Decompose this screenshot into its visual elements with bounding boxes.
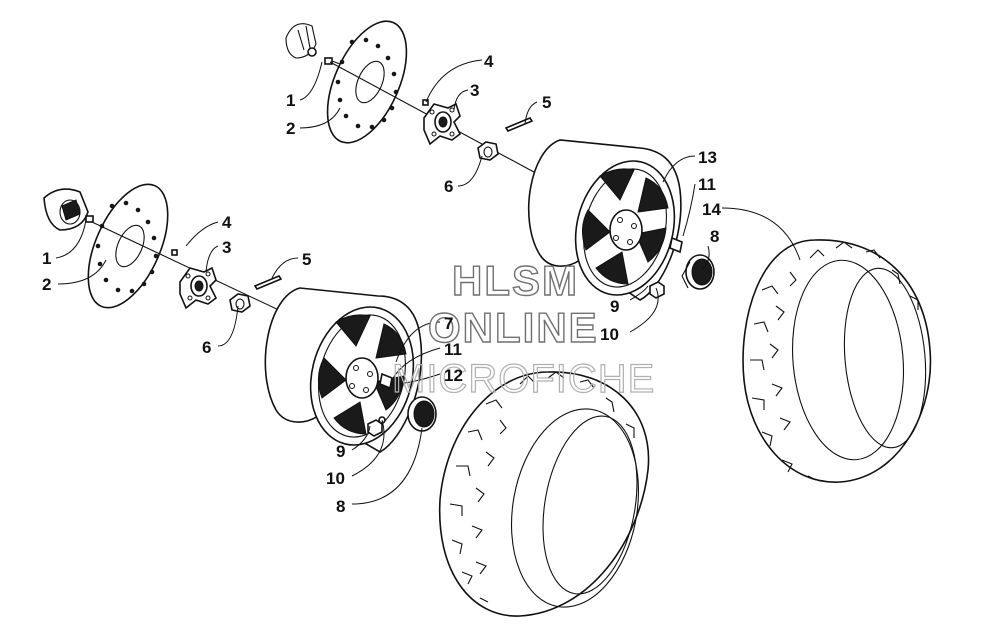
watermark-line-3: MICROFICHE — [392, 357, 655, 401]
disc-holes-lower — [95, 200, 159, 294]
disc-holes-upper — [335, 37, 399, 130]
callout-11-lower: 11 — [444, 340, 462, 359]
leader-lines — [55, 59, 801, 505]
lower-wheel-cap — [407, 396, 437, 432]
callout-2-upper: 2 — [286, 119, 295, 138]
upper-hub — [423, 102, 462, 146]
callout-14: 14 — [702, 200, 721, 219]
upper-disc-bolt — [324, 57, 341, 65]
lower-hub — [179, 266, 218, 310]
upper-knuckle — [285, 23, 317, 59]
lower-rim — [264, 287, 423, 453]
callout-5-lower: 5 — [302, 250, 311, 269]
callout-6-upper: 6 — [444, 177, 453, 196]
upper-wheel-cap — [681, 254, 715, 290]
lower-knuckle — [43, 188, 89, 231]
callout-5-upper: 5 — [542, 93, 551, 112]
upper-cotter-pin — [504, 117, 534, 132]
watermark: HLSM ONLINE MICROFICHE — [391, 256, 655, 401]
upper-hub-stud — [422, 99, 429, 106]
upper-valve-stem — [669, 236, 683, 254]
callout-7: 7 — [444, 314, 453, 333]
callout-9-lower: 9 — [336, 442, 345, 461]
watermark-line-1: HLSM — [452, 257, 579, 304]
callout-9-upper: 9 — [610, 297, 619, 316]
callout-10-lower: 10 — [326, 469, 345, 488]
lower-spindle-nut — [229, 293, 251, 313]
callout-1-lower: 1 — [42, 249, 51, 268]
upper-spindle-nut — [477, 141, 499, 161]
lower-brake-disc — [87, 183, 169, 309]
callout-4-lower: 4 — [222, 213, 232, 232]
callout-6-lower: 6 — [202, 338, 211, 357]
callout-labels: 1 2 3 4 5 6 13 11 14 8 9 10 1 2 4 3 5 6 … — [42, 52, 721, 516]
watermark-line-2: ONLINE — [428, 304, 599, 351]
callout-8-lower: 8 — [336, 497, 345, 516]
callout-2-lower: 2 — [42, 275, 51, 294]
callout-4-upper: 4 — [484, 52, 494, 71]
callout-13: 13 — [698, 148, 717, 167]
callout-11-upper: 11 — [698, 175, 716, 194]
callout-3-upper: 3 — [470, 81, 479, 100]
lower-hub-stud — [171, 249, 178, 256]
callout-8-upper: 8 — [710, 227, 719, 246]
upper-rim — [527, 139, 682, 301]
upper-tire — [742, 239, 932, 483]
callout-10-upper: 10 — [600, 325, 619, 344]
lower-cotter-pin — [253, 275, 283, 290]
callout-1-upper: 1 — [286, 91, 295, 110]
callout-12: 12 — [444, 366, 463, 385]
lower-valve-stem — [379, 372, 393, 390]
callout-3-lower: 3 — [222, 238, 231, 257]
lower-tire — [438, 371, 650, 617]
lower-disc-bolt — [85, 215, 94, 223]
